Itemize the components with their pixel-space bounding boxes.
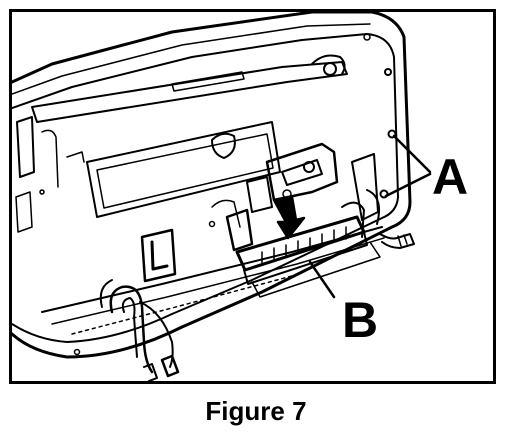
- callout-label-b: B: [342, 292, 379, 348]
- callout-label-a: A: [432, 149, 469, 205]
- figure-caption: Figure 7: [205, 396, 307, 426]
- direction-arrow: [272, 195, 306, 240]
- leader-line-a: [384, 134, 432, 198]
- l-shaped-opening: [140, 228, 177, 283]
- door-panel-illustration: [12, 12, 432, 381]
- door-inner-edge: [12, 33, 399, 343]
- upper-trim-strip: [31, 61, 348, 123]
- door-outer-edge: [12, 12, 412, 359]
- door-edge-detail: [12, 23, 371, 95]
- harness-connector: [160, 354, 180, 378]
- lower-rail: [41, 226, 383, 313]
- wire-connector-right: [379, 233, 415, 249]
- mounting-hole-upper: [387, 129, 397, 139]
- clip-strip: [235, 215, 366, 272]
- wiring-harness: [109, 285, 154, 374]
- leader-line-b: [308, 260, 336, 299]
- figure-frame: A B: [9, 9, 496, 384]
- panel-recess: [86, 121, 281, 218]
